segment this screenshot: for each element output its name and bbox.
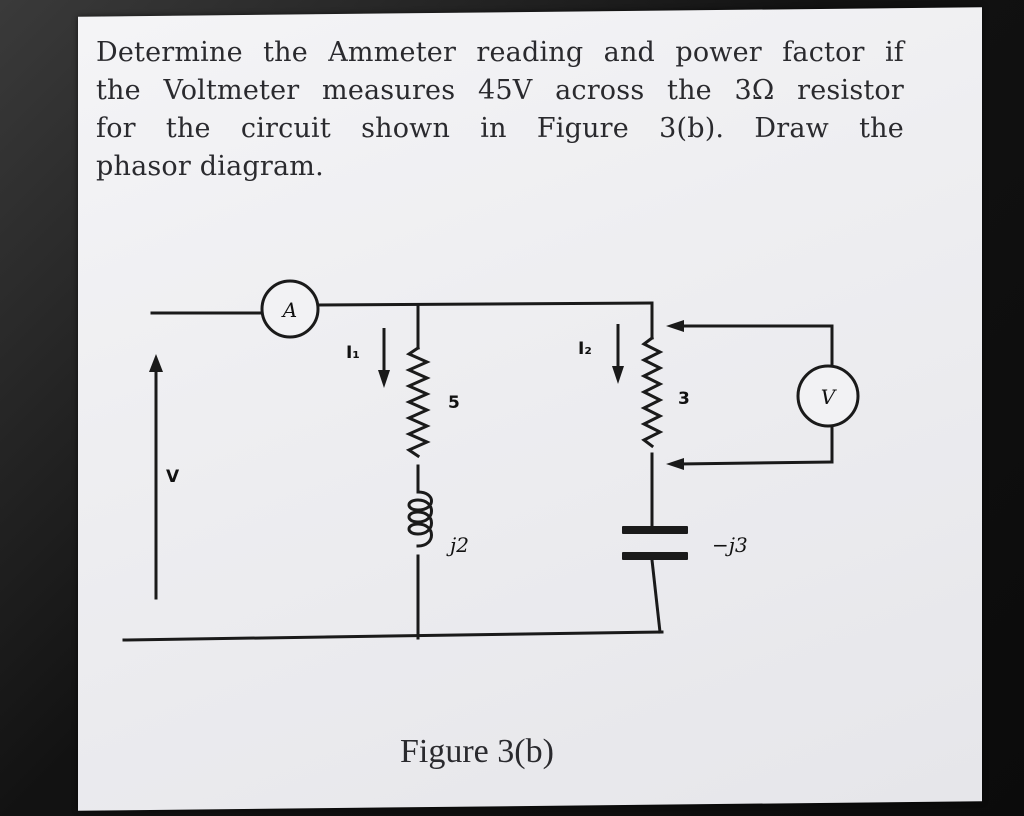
r2-value-label: 3 [678, 389, 690, 409]
voltmeter-arrow-top [666, 320, 684, 332]
branch2-resistor [640, 335, 664, 449]
voltmeter-label: V [821, 385, 838, 409]
voltmeter-lead-bottom [678, 460, 834, 466]
i2-arrow-head [612, 366, 624, 384]
i1-label: I₁ [346, 343, 360, 363]
i2-label: I₂ [578, 339, 592, 359]
figure-caption: Figure 3(b) [400, 733, 554, 770]
ammeter-circle [260, 279, 320, 339]
ammeter-label: A [281, 298, 297, 322]
top-wire-right [316, 301, 654, 307]
branch2-capacitor [622, 526, 688, 560]
voltmeter-arrow-bottom [666, 458, 684, 470]
voltmeter-circle [796, 364, 860, 428]
bottom-wire [122, 630, 664, 642]
question-line-4: phasor diagram. [96, 151, 324, 182]
source-voltage-label: V [166, 467, 180, 487]
branch1-resistor [405, 345, 431, 459]
branch1-inductor [407, 490, 433, 548]
x1-value-label: j2 [446, 533, 469, 557]
i1-arrow-head [378, 370, 390, 388]
branch2-bottom-wire [650, 558, 662, 634]
source-arrow-head [149, 354, 163, 372]
x2-value-label: −j3 [712, 533, 748, 557]
r1-value-label: 5 [448, 393, 460, 413]
